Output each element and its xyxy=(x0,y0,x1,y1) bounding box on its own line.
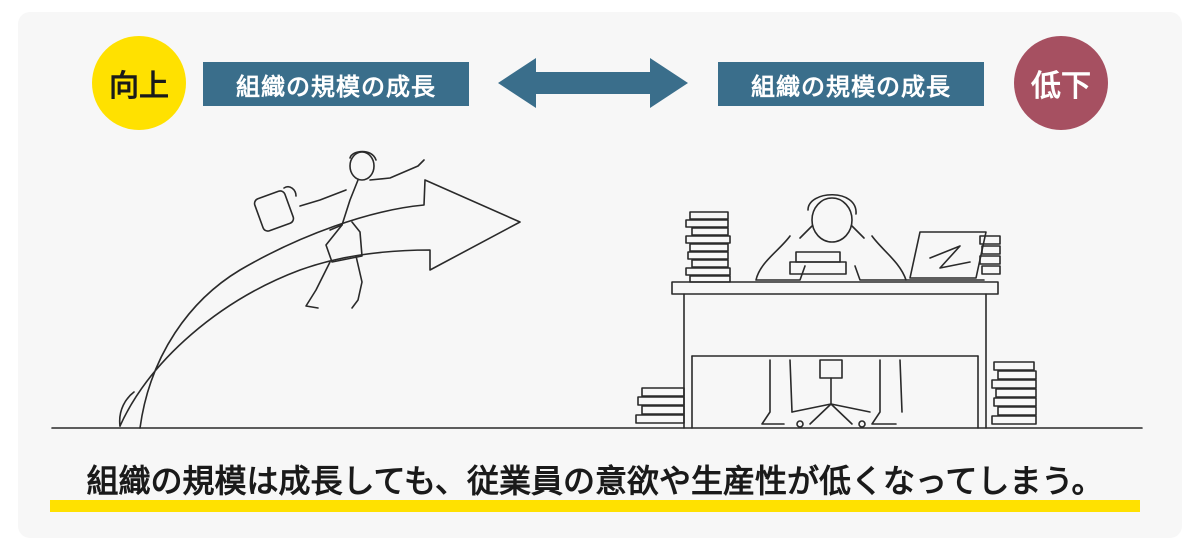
double-arrow-icon xyxy=(498,58,688,108)
book-stack-icon xyxy=(685,211,731,283)
caption-area: 組織の規模は成長しても、従業員の意欲や生産性が低くなってしまう。 xyxy=(50,458,1140,518)
caption-text: 組織の規模は成長しても、従業員の意欲や生産性が低くなってしまう。 xyxy=(86,462,1104,500)
rising-arrow-icon xyxy=(119,179,521,429)
laptop-icon xyxy=(905,231,987,281)
right-label: 組織の規模の成長 xyxy=(718,62,984,106)
floor-books-right-icon xyxy=(991,361,1037,425)
book-stack-right-icon xyxy=(979,235,1001,275)
decline-badge: 低下 xyxy=(1014,36,1108,130)
chair-and-legs-icon xyxy=(761,359,903,428)
floor-books-left-icon xyxy=(635,387,685,424)
woman-jumping-icon xyxy=(253,150,425,309)
caption-highlight xyxy=(50,500,1140,512)
desk-icon xyxy=(671,281,999,429)
stressed-person-icon xyxy=(755,193,907,281)
improve-badge: 向上 xyxy=(92,36,186,130)
left-label: 組織の規模の成長 xyxy=(203,62,469,106)
